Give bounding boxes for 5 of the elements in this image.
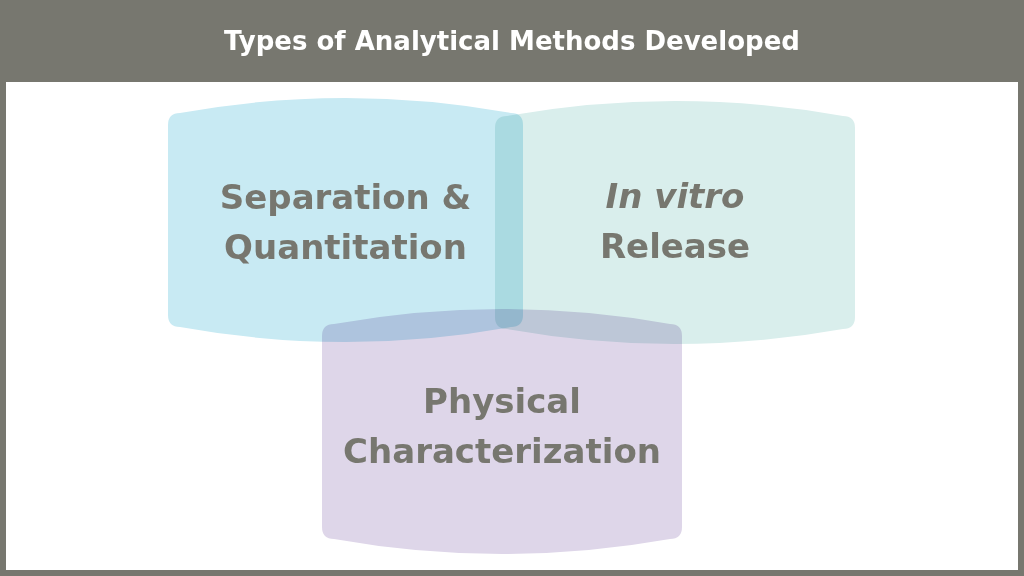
region-label: Separation & Quantitation (218, 176, 473, 269)
region-label: Physical Characterization (342, 379, 662, 473)
title: Types of Analytical Methods Developed (224, 25, 800, 58)
region-label: In vitro Release (598, 174, 752, 268)
venn-shape (322, 308, 682, 555)
